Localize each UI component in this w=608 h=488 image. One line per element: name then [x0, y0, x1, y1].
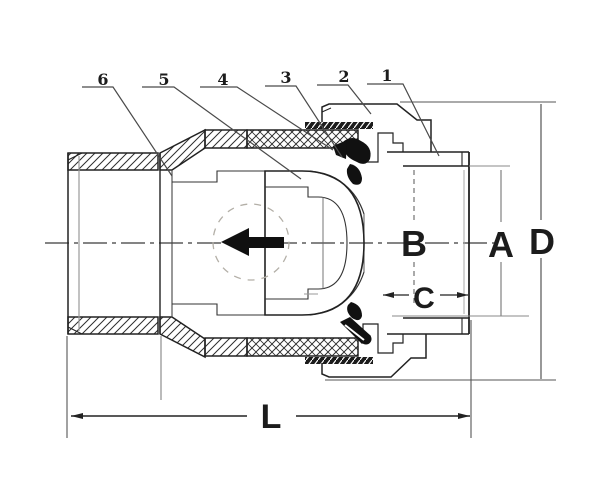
spring-dashed-circle: [212, 203, 290, 281]
leader-2: [317, 84, 372, 115]
dimension-d-label: D: [529, 221, 555, 262]
dimension-a: A: [392, 165, 529, 317]
poppet: [212, 170, 365, 316]
dimension-c: C: [304, 282, 468, 315]
leader-6: [82, 86, 173, 177]
dimension-b-label: B: [401, 223, 427, 264]
dimension-l: L: [66, 320, 472, 438]
dimension-b: B: [401, 170, 427, 306]
seal-stack-bottom: [340, 302, 372, 345]
thread-crest-band-bottom: [305, 357, 373, 364]
callout-2: 2: [338, 67, 349, 86]
callout-5: 5: [158, 70, 169, 89]
dimension-c-label: C: [413, 282, 435, 315]
dimension-a-label: A: [488, 224, 514, 265]
union-nut: [321, 103, 432, 378]
leader-5: [142, 86, 302, 180]
flow-direction-arrow-icon: [221, 228, 284, 256]
dimension-l-label: L: [261, 398, 282, 436]
callout-6: 6: [97, 70, 108, 89]
callout-leaders: [82, 83, 440, 180]
valve-body: [159, 122, 373, 364]
callout-1: 1: [381, 66, 392, 85]
callout-numbers: 6 5 4 3 2 1: [97, 66, 392, 89]
male-thread-end: [67, 152, 159, 335]
callout-4: 4: [217, 70, 228, 89]
seal-stack-top: [333, 138, 371, 185]
callout-3: 3: [280, 68, 291, 87]
thread-crest-band-top: [305, 122, 373, 129]
tailpiece-fitting: [387, 151, 470, 335]
leader-4: [200, 86, 334, 151]
dimension-d: D: [325, 101, 556, 381]
leader-1: [367, 83, 440, 157]
leader-3: [265, 85, 343, 158]
